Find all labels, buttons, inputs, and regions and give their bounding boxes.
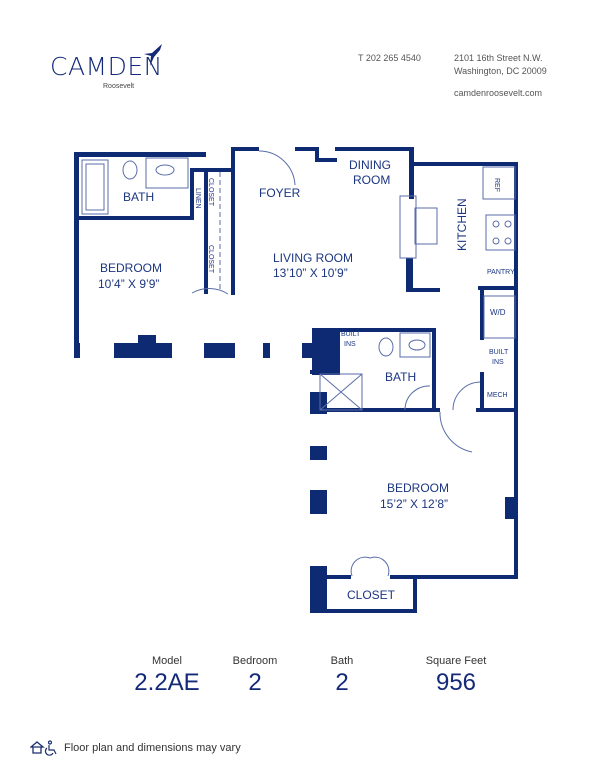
room-label-closet: CLOSET [207,178,214,207]
room-label-bedroom: BEDROOM [100,261,162,275]
mech-label: MECH [487,392,508,399]
room-label-kitchen: KITCHEN [455,198,469,251]
stat-value-sqft: 956 [435,669,477,696]
address-line1: 2101 16th Street N.W. [454,53,543,63]
community-name: Roosevelt [103,83,135,90]
ref-label: REF [493,178,500,192]
builtins-label: INS [492,359,504,366]
room-label-bath: BATH [123,190,154,204]
room-label-foyer: FOYER [259,186,301,200]
builtins-label: BUILT [341,331,361,338]
builtins-label: INS [344,341,356,348]
stat-value-bedroom: 2 [248,669,262,696]
stat-label-model: Model [152,655,182,667]
builtins-label: BUILT [489,349,509,356]
stat-value-bath: 2 [335,669,349,696]
disclaimer: Floor plan and dimensions may vary [64,742,241,754]
room-label-linen: LINEN [194,188,201,209]
room-label-living: LIVING ROOM [273,251,353,265]
stat-value-model: 2.2AE [134,669,200,696]
website-link[interactable]: camdenroosevelt.com [454,88,543,98]
address-line2: Washington, DC 20009 [454,66,547,76]
stat-label-bedroom: Bedroom [232,655,278,667]
fixtures [81,150,516,577]
room-dimensions: 15’2” X 12’8” [380,497,448,511]
room-label-bath: BATH [385,370,416,384]
room-label-dining: ROOM [353,173,390,187]
room-label-dining: DINING [349,158,391,172]
room-dimensions: 13’10” X 10’9” [273,266,348,280]
room-dimensions: 10’4” X 9’9” [98,277,159,291]
stat-label-sqft: Square Feet [425,655,487,667]
accessibility-icon [44,740,57,756]
wd-label: W/D [490,308,506,317]
pantry-label: PANTRY [487,269,515,276]
hummingbird-icon [144,44,162,66]
phone: T 202 265 4540 [358,53,421,63]
floor-plan: BATH LINEN CLOSET CLOSET FOYER DINING RO… [74,147,518,613]
brand-logo: CAMDEN [50,52,163,81]
room-label-closet: CLOSET [347,588,396,602]
walls [74,147,518,613]
room-label-bedroom: BEDROOM [387,481,449,495]
stat-label-bath: Bath [330,655,354,667]
room-label-closet: CLOSET [207,245,214,274]
equal-housing-icon [30,741,45,754]
